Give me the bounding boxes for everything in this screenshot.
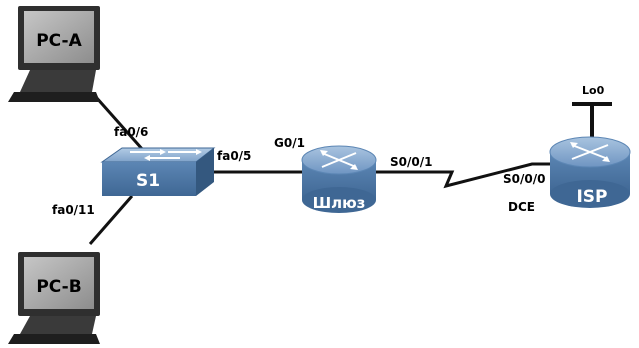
isp-router-icon[interactable]: ISP [549, 136, 631, 208]
gateway-router-label: Шлюз [313, 194, 366, 212]
switch-s1-label: S1 [136, 171, 160, 191]
interface-label-fa0-6: fa0/6 [114, 125, 148, 139]
switch-s1-icon[interactable]: S1 [100, 147, 216, 196]
interface-label-s0-0-1: S0/0/1 [390, 155, 432, 169]
pc-b-label: PC-B [36, 277, 81, 297]
interface-label-fa0-11: fa0/11 [52, 203, 95, 217]
isp-router-label: ISP [576, 187, 607, 207]
interface-label-s0-0-0: S0/0/0 [503, 172, 545, 186]
link-pcb-s1 [88, 195, 134, 245]
pc-b-icon[interactable]: PC-B [8, 252, 100, 344]
dce-label: DCE [508, 200, 535, 214]
interface-label-g0-1: G0/1 [274, 136, 305, 150]
pc-a-icon[interactable]: PC-A [8, 6, 100, 102]
link-pca-s1 [93, 95, 145, 151]
gateway-router-icon[interactable]: Шлюз [301, 145, 377, 213]
interface-label-lo0: Lo0 [582, 84, 605, 97]
interface-label-fa0-5: fa0/5 [217, 149, 251, 163]
pc-a-label: PC-A [36, 31, 82, 51]
link-gateway-isp-serial [374, 162, 560, 189]
